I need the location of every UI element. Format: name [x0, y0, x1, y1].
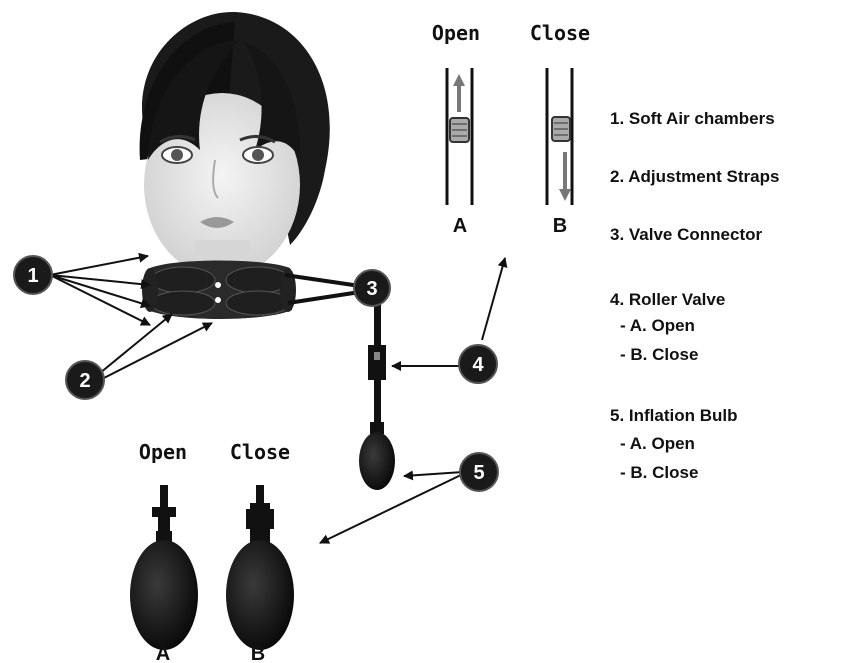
roller-valve-open-icon	[445, 68, 474, 205]
parts-legend: 1. Soft Air chambers 2. Adjustment Strap…	[610, 109, 779, 482]
lips-icon	[200, 217, 234, 228]
bulb-b-label: B	[251, 643, 265, 663]
roller-valve-close-icon	[545, 68, 574, 205]
inflation-bulb-detail: Open Close A B	[130, 440, 294, 663]
marker-1-label: 1	[27, 265, 38, 287]
bulb-open-label: Open	[139, 440, 187, 464]
marker-4-label: 4	[472, 354, 484, 376]
roller-valve-icon	[368, 345, 386, 380]
legend-item-5a: - A. Open	[620, 434, 695, 453]
legend-item-1: 1. Soft Air chambers	[610, 109, 775, 128]
inflation-bulb-icon	[359, 432, 395, 490]
legend-item-4: 4. Roller Valve	[610, 290, 725, 309]
inflation-assembly	[359, 300, 395, 490]
marker-2-label: 2	[79, 370, 90, 392]
roller-valve-a-label: A	[453, 215, 467, 237]
roller-valve-b-label: B	[553, 215, 567, 237]
roller-valve-open-label: Open	[432, 21, 480, 45]
legend-item-5b: - B. Close	[620, 463, 698, 482]
marker-1: 1	[13, 255, 53, 295]
legend-item-4b: - B. Close	[620, 345, 698, 364]
marker-4: 4	[458, 344, 498, 384]
legend-item-5: 5. Inflation Bulb	[610, 406, 738, 425]
strap-buckle-icon	[215, 297, 221, 303]
roller-valve-detail: Open Close A B	[432, 21, 590, 237]
marker-3: 3	[353, 269, 391, 307]
callout-arrows	[49, 252, 508, 544]
marker-5-label: 5	[473, 462, 484, 484]
woman-head-illustration	[139, 11, 330, 285]
connector-tubes	[284, 273, 361, 305]
marker-3-label: 3	[366, 278, 377, 300]
bulb-a-label: A	[156, 643, 170, 663]
roller-valve-close-label: Close	[530, 21, 590, 45]
bulb-open-icon	[130, 485, 198, 650]
bulb-close-icon	[226, 485, 294, 650]
bulb-close-label: Close	[230, 440, 290, 464]
legend-item-2: 2. Adjustment Straps	[610, 167, 779, 186]
legend-item-3: 3. Valve Connector	[610, 225, 762, 244]
strap-buckle-icon	[215, 282, 221, 288]
air-collar-illustration	[142, 260, 296, 319]
legend-item-4a: - A. Open	[620, 316, 695, 335]
marker-5: 5	[459, 452, 499, 492]
marker-2: 2	[65, 360, 105, 400]
